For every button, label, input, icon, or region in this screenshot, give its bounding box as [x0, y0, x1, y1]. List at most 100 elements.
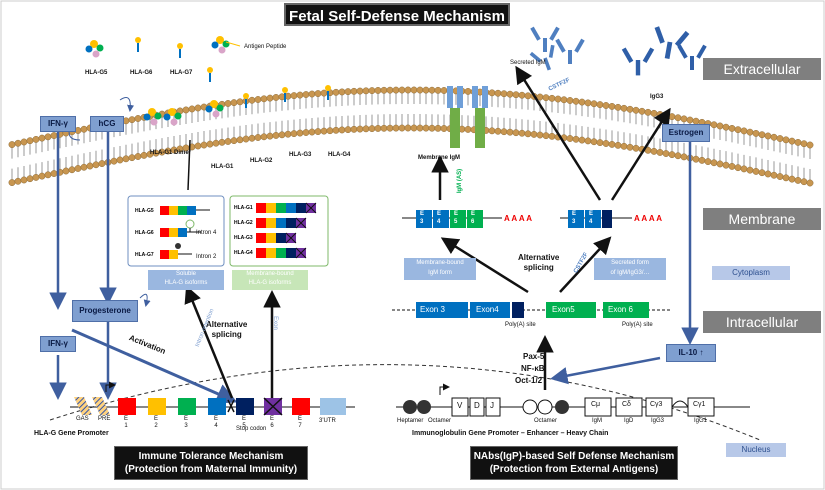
- ig-promoter-label: Immunoglobulin Gene Promoter – Enhancer …: [412, 430, 609, 437]
- hla-g5-label: HLA-G5: [85, 70, 108, 76]
- hla-g-molecule-icon: [163, 108, 182, 126]
- pre-mrna: [392, 302, 672, 318]
- cmu-label: Cμ: [591, 401, 601, 408]
- intracellular-label: Intracellular: [703, 311, 821, 333]
- left-alternative-splicing-label: Alternative splicing: [206, 320, 248, 339]
- exon-6-block: [603, 302, 649, 318]
- igm-as-label: IgM (AS): [457, 168, 464, 194]
- isoform-row-label: HLA-G4: [234, 250, 253, 256]
- antibody-icon: [654, 26, 690, 59]
- secreted-igm-mrna: [560, 210, 632, 228]
- hla-g-molecule-icon: [85, 40, 104, 58]
- antibody-icon: [555, 38, 585, 64]
- hla-g-molecule-icon: [143, 108, 162, 126]
- hla-g3-label: HLA-G3: [289, 152, 312, 158]
- igg1-gene-label: IgG1: [694, 418, 708, 424]
- hla-exon-label: E 6: [270, 416, 275, 429]
- nucleus-boundary: [49, 364, 761, 441]
- hla-exon-label: E 7: [298, 416, 303, 429]
- arrow-to-secreted-igm: [515, 65, 602, 201]
- peptide-icon: [325, 85, 331, 91]
- estrogen-box: Estrogen: [662, 124, 710, 142]
- igg3-gene-label: IgG3: [651, 418, 665, 424]
- antigen-peptide-label: Antigen Peptide: [244, 44, 287, 50]
- hla-g6-label: HLA-G6: [130, 70, 153, 76]
- membrane-label: Membrane: [703, 208, 821, 230]
- peptide-icon: [243, 93, 249, 99]
- mrna-e5-label: E 5: [454, 211, 459, 225]
- hla-g-molecule-icon: [211, 36, 230, 54]
- exon-e5: [236, 398, 254, 415]
- arrow-il10-to-promoter: [550, 356, 661, 385]
- hla-g2-label: HLA-G2: [250, 158, 273, 164]
- hla-exon-label: E 4: [214, 416, 219, 429]
- membrane-igm-mrna: [402, 210, 502, 228]
- exon6-label: Exon 6: [608, 305, 633, 314]
- right-bottom-title: NAbs(IgP)-based Self Defense Mechanism (…: [470, 446, 678, 480]
- soluble-isoforms-label: Soluble HLA-G isoforms: [148, 270, 224, 290]
- igg3-label: IgG3: [650, 94, 664, 100]
- exon-e4: [208, 398, 226, 415]
- membrane-isoforms-label: Membrane-bound HLA-G isoforms: [232, 270, 308, 290]
- hcg-box: hCG: [90, 116, 124, 132]
- membrane-igm-label: Membrane IgM: [418, 155, 461, 161]
- hla-exon-label: E 3: [184, 416, 189, 429]
- antibody-icon: [530, 26, 560, 52]
- utr-label: 3'UTR: [319, 418, 336, 424]
- gas-element: [74, 397, 92, 415]
- polya-left-label: A A A A: [504, 214, 532, 223]
- arrow-to-soluble-isoforms: [184, 285, 234, 399]
- heptamer-label: Heptamer: [397, 418, 424, 424]
- isoform-row-label: HLA-G2: [234, 220, 253, 226]
- progesterone-box: Progesterone: [72, 300, 138, 322]
- cytoplasm-label: Cytoplasm: [712, 266, 790, 280]
- page-title: Fetal Self-Defense Mechanism: [284, 3, 510, 26]
- left-bottom-title: Immune Tolerance Mechanism (Protection f…: [114, 446, 308, 480]
- exon-e1: [118, 398, 136, 415]
- heptamer-circle-2: [417, 400, 431, 414]
- mrna-e3-label: E 3: [420, 211, 425, 225]
- exon5-label: Exon5: [552, 305, 575, 314]
- nfkb-label: NF-κB: [521, 364, 545, 373]
- octamer-left-label: Octamer: [428, 418, 452, 424]
- d-segment-label: D: [474, 401, 480, 410]
- exon-3utr: [320, 398, 346, 415]
- igm-gene-label: IgM: [592, 418, 603, 424]
- isoform-row-label: HLA-G7: [135, 252, 154, 258]
- antibody-icon: [529, 44, 555, 71]
- arrow-activation: [71, 328, 238, 404]
- arrow-to-membrane-mrna: [440, 237, 529, 294]
- v-segment-label: V: [457, 401, 463, 410]
- stop-codon-label: Stop codon: [236, 426, 267, 432]
- exon3-label: Exon 3: [420, 305, 445, 314]
- ifn-gamma-bottom-box: IFN-γ: [40, 336, 76, 352]
- exon4-label: Exon4: [476, 305, 499, 314]
- antibody-icon: [621, 47, 655, 76]
- secreted-form-label: Secreted form of IgM/IgG3/…: [594, 258, 666, 280]
- right-alternative-splicing-label: Alternative splicing: [518, 253, 560, 272]
- hla-g-molecule-icon: [205, 100, 224, 118]
- polya-right-label: A A A A: [634, 214, 662, 223]
- exon-5-block: [546, 302, 596, 318]
- exon-e3: [178, 398, 196, 415]
- hla-exon-label: E 5: [242, 416, 247, 429]
- cgamma3-label: Cγ3: [650, 401, 663, 408]
- igd-gene-label: IgD: [624, 418, 634, 424]
- isoform-row-label: HLA-G1: [234, 205, 253, 211]
- arrow-to-secreted-mrna: [559, 236, 612, 293]
- peptide-icon: [177, 43, 183, 49]
- ig-heavy-chain-gene: [396, 383, 750, 417]
- hla-g-gene: [70, 381, 355, 416]
- antibody-icon: [677, 44, 707, 70]
- isoform-row-label: HLA-G5: [135, 208, 154, 214]
- mrna-e4-label: E 4: [437, 211, 442, 225]
- pre-element: [92, 397, 110, 415]
- nucleus-label: Nucleus: [726, 443, 786, 457]
- exon-e2: [148, 398, 166, 415]
- heptamer-circle-1: [403, 400, 417, 414]
- hla-g1-label: HLA-G1: [211, 164, 234, 170]
- exon-e7: [292, 398, 310, 415]
- membrane-bound-igm-form: Membrane-bound IgM form: [404, 258, 476, 280]
